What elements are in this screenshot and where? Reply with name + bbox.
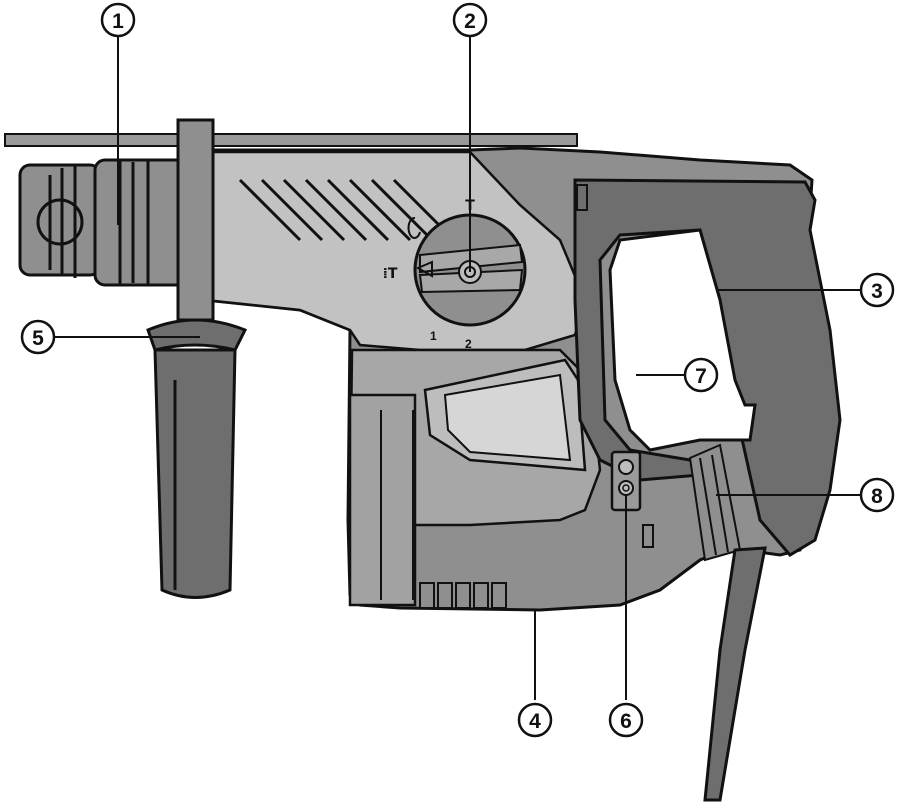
power-cord [703,546,767,802]
callout-4: 4 [517,702,553,738]
front-grip-panel [348,393,417,607]
svg-text:4: 4 [529,710,541,733]
depth-gauge-rod [4,133,578,147]
callout-5: 5 [20,319,56,355]
callout-2: 2 [452,2,488,38]
callout-3: 3 [859,272,895,308]
svg-text:7: 7 [695,365,707,388]
tool-chuck [18,158,182,287]
callout-8: 8 [859,477,895,513]
bottom-vents [419,582,507,609]
callout-1: 1 [100,2,136,38]
housing-vent-slots [238,178,456,242]
side-handle [146,318,248,599]
leader-lines [55,37,860,700]
hammer-drill-mode-symbol: ⁞T [383,266,398,282]
svg-text:6: 6 [620,710,632,733]
svg-text:5: 5 [32,327,44,350]
depth-gauge-clamp [176,118,215,322]
svg-text:3: 3 [871,280,883,303]
svg-text:2: 2 [464,10,476,33]
callout-7: 7 [683,357,719,393]
svg-text:1: 1 [112,10,124,33]
lock-mark-2: 2 [465,337,472,351]
callout-6: 6 [608,702,644,738]
lock-mark-1: 1 [430,329,437,343]
svg-text:8: 8 [871,485,883,508]
rotation-mode-icon [407,216,421,239]
